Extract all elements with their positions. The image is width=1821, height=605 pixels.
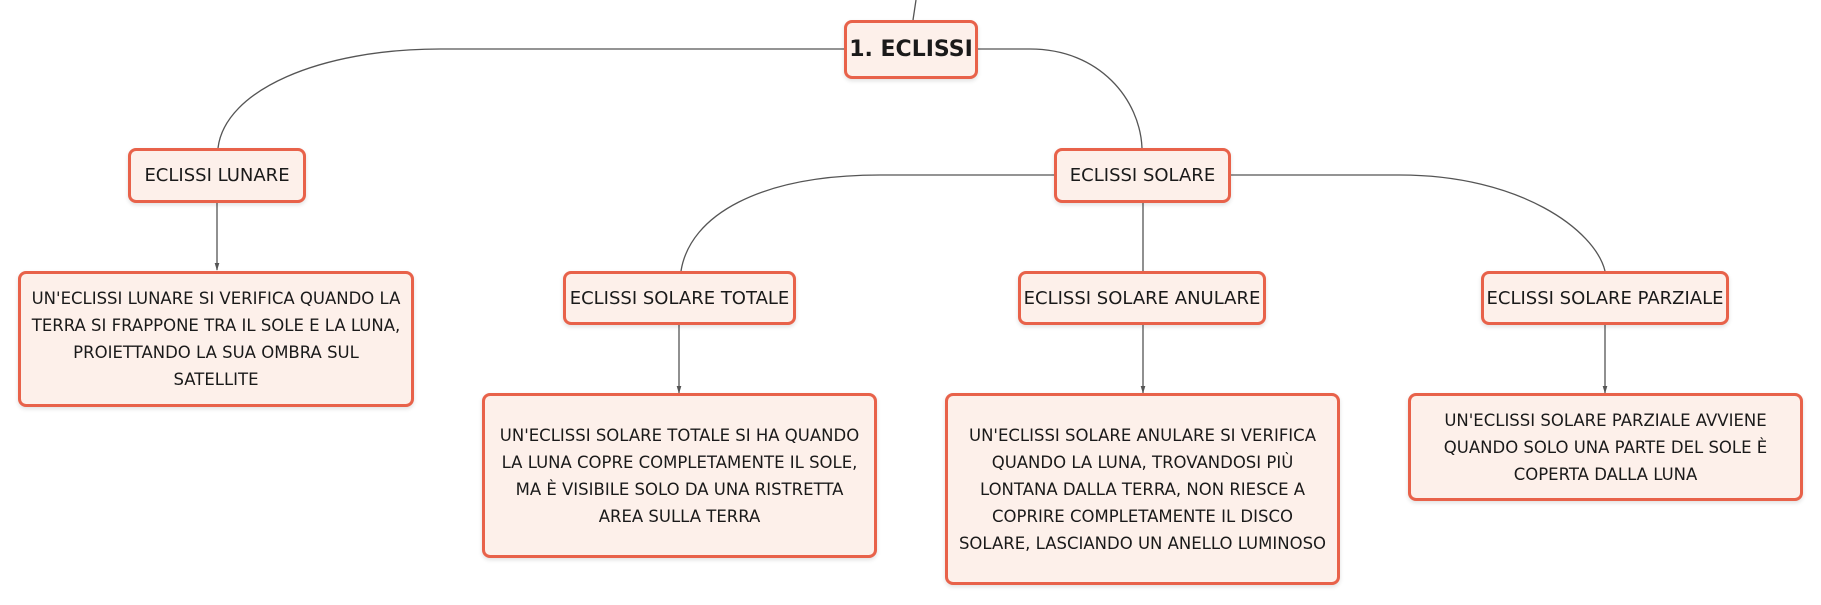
annular-solar-eclipse-description-node[interactable]: UN'ECLISSI SOLARE ANULARE SI VERIFICA QU…	[945, 393, 1340, 585]
partial-solar-eclipse-description: UN'ECLISSI SOLARE PARZIALE AVVIENE QUAND…	[1443, 410, 1768, 484]
lunar-eclipse-description: UN'ECLISSI LUNARE SI VERIFICA QUANDO LA …	[31, 289, 401, 389]
total-solar-eclipse-label: ECLISSI SOLARE TOTALE	[569, 287, 790, 309]
total-solar-eclipse-node[interactable]: ECLISSI SOLARE TOTALE	[563, 271, 796, 325]
partial-solar-eclipse-description-node[interactable]: UN'ECLISSI SOLARE PARZIALE AVVIENE QUAND…	[1408, 393, 1803, 501]
connector-solar-partial	[1231, 174, 1606, 272]
connector-root-lunar	[217, 48, 844, 149]
lunar-eclipse-node[interactable]: ECLISSI LUNARE	[128, 148, 306, 203]
connector-solar-total	[680, 174, 1054, 272]
connector-root-solar	[978, 48, 1143, 149]
solar-eclipse-label: ECLISSI SOLARE	[1069, 165, 1216, 186]
annular-solar-eclipse-node[interactable]: ECLISSI SOLARE ANULARE	[1018, 271, 1266, 325]
annular-solar-eclipse-description: UN'ECLISSI SOLARE ANULARE SI VERIFICA QU…	[958, 425, 1327, 553]
connector-root-parent	[912, 0, 917, 21]
lunar-eclipse-label: ECLISSI LUNARE	[144, 165, 290, 186]
lunar-eclipse-description-node[interactable]: UN'ECLISSI LUNARE SI VERIFICA QUANDO LA …	[18, 271, 414, 407]
total-solar-eclipse-description-node[interactable]: UN'ECLISSI SOLARE TOTALE SI HA QUANDO LA…	[482, 393, 877, 558]
annular-solar-eclipse-label: ECLISSI SOLARE ANULARE	[1023, 287, 1261, 309]
partial-solar-eclipse-label: ECLISSI SOLARE PARZIALE	[1486, 287, 1724, 309]
total-solar-eclipse-description: UN'ECLISSI SOLARE TOTALE SI HA QUANDO LA…	[499, 425, 860, 526]
root-node[interactable]: 1. ECLISSI	[844, 20, 978, 79]
solar-eclipse-node[interactable]: ECLISSI SOLARE	[1054, 148, 1231, 203]
partial-solar-eclipse-node[interactable]: ECLISSI SOLARE PARZIALE	[1481, 271, 1729, 325]
root-label: 1. ECLISSI	[849, 37, 973, 62]
